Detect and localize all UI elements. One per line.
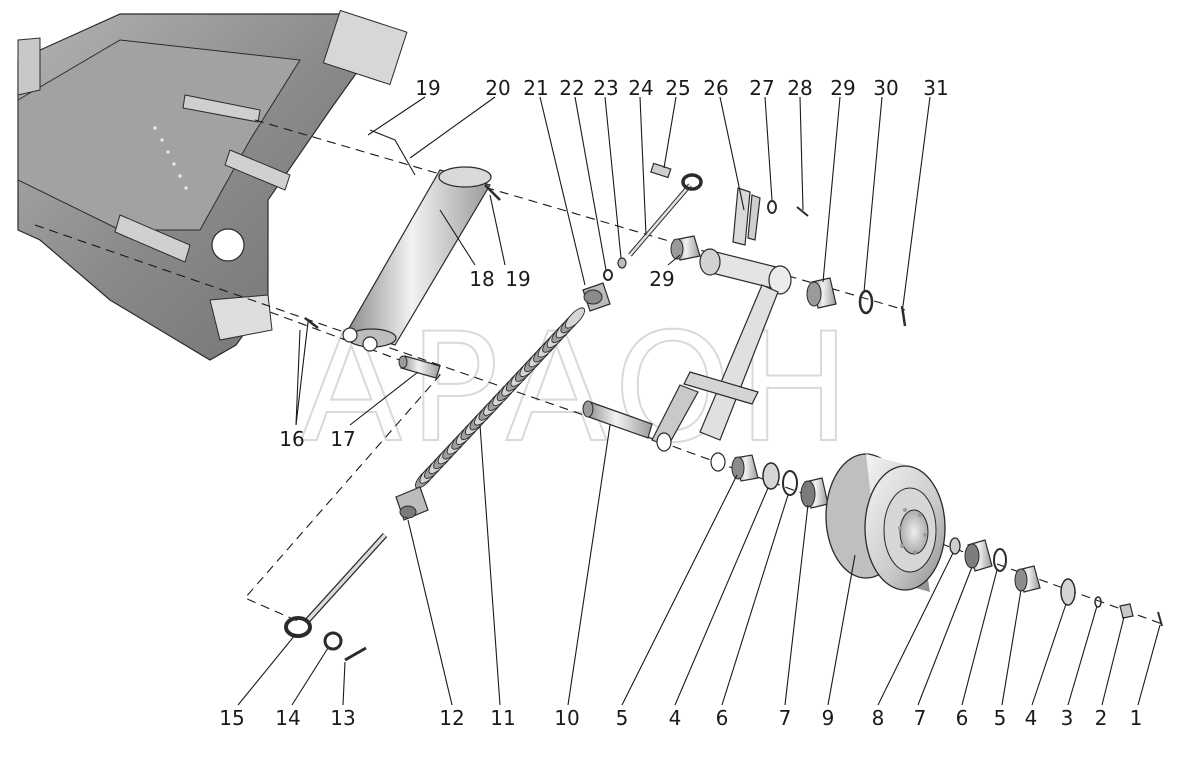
callout-label: 2 xyxy=(1095,706,1108,730)
callout-label: 29 xyxy=(830,76,855,100)
callout-label: 3 xyxy=(1061,706,1074,730)
callout-label: 4 xyxy=(1025,706,1038,730)
bent-rod xyxy=(369,129,416,176)
callout-label: 17 xyxy=(330,427,355,451)
callout-label: 10 xyxy=(554,706,579,730)
callout-label: 7 xyxy=(779,706,792,730)
washer-4 xyxy=(762,462,780,490)
nut-23 xyxy=(617,257,627,269)
bearing-7-right xyxy=(964,539,993,572)
callout-label: 31 xyxy=(923,76,948,100)
callout-label: 27 xyxy=(749,76,774,100)
bushing-right xyxy=(806,277,837,309)
spring-plug-lower xyxy=(395,486,429,521)
callout-label: 13 xyxy=(330,706,355,730)
washer-22 xyxy=(603,269,613,281)
seal-8 xyxy=(949,537,961,555)
callout-label: 23 xyxy=(593,76,618,100)
callout-label: 11 xyxy=(490,706,515,730)
spring-coil xyxy=(564,307,586,329)
split-pin-frame xyxy=(304,317,319,329)
idler-roller xyxy=(825,453,946,592)
ring-6-right xyxy=(993,548,1007,572)
callout-label: 6 xyxy=(956,706,969,730)
callout-label: 4 xyxy=(669,706,682,730)
callout-label: 20 xyxy=(485,76,510,100)
tie-rod-24 xyxy=(628,173,703,257)
callouts-top: 19 20 21 22 23 24 25 26 27 28 29 30 31 xyxy=(415,76,948,100)
bushing-left xyxy=(670,235,701,261)
split-pin-28 xyxy=(796,206,809,217)
spring-plug-upper xyxy=(582,282,611,312)
tension-spring xyxy=(414,307,586,489)
split-pin-bolt xyxy=(344,646,367,662)
pin xyxy=(398,355,441,379)
callout-label: 12 xyxy=(439,706,464,730)
washer-3 xyxy=(1094,596,1102,608)
callout-label: 5 xyxy=(616,706,629,730)
callout-label: 28 xyxy=(787,76,812,100)
bushing-5-right xyxy=(1014,565,1041,593)
tensioner-arm xyxy=(651,187,792,472)
callouts-middle: 18 19 29 16 17 xyxy=(279,267,674,451)
frame-bracket xyxy=(17,9,408,361)
callout-label: 18 xyxy=(469,267,494,291)
callout-label: 5 xyxy=(994,706,1007,730)
callout-label: 21 xyxy=(523,76,548,100)
retaining-ring-30 xyxy=(858,289,874,315)
bushing-5 xyxy=(731,454,759,482)
callout-label: 26 xyxy=(703,76,728,100)
bearing-7 xyxy=(800,477,829,509)
ring-6 xyxy=(782,470,798,496)
callout-label: 14 xyxy=(275,706,300,730)
washer-4-right xyxy=(1060,578,1076,606)
callout-label: 1 xyxy=(1130,706,1143,730)
callout-label: 7 xyxy=(914,706,927,730)
callout-label: 22 xyxy=(559,76,584,100)
leader-lines xyxy=(237,96,1161,706)
washer-27 xyxy=(767,200,777,214)
eye-bolt xyxy=(284,532,388,638)
callout-label: 15 xyxy=(219,706,244,730)
bolt-25 xyxy=(650,162,672,179)
callout-label: 30 xyxy=(873,76,898,100)
callout-label: 8 xyxy=(872,706,885,730)
split-pin-1 xyxy=(1157,611,1163,627)
callout-label: 24 xyxy=(628,76,653,100)
callout-label: 29 xyxy=(649,267,674,291)
split-pin-upper xyxy=(484,184,501,201)
callout-label: 9 xyxy=(822,706,835,730)
roller-axle xyxy=(582,400,653,439)
callouts-bottom: 15 14 13 12 11 10 5 4 6 7 9 8 7 6 5 4 3 … xyxy=(219,706,1142,730)
callout-label: 6 xyxy=(716,706,729,730)
callout-label: 16 xyxy=(279,427,304,451)
callout-label: 19 xyxy=(415,76,440,100)
callout-label: 25 xyxy=(665,76,690,100)
nut-2 xyxy=(1119,603,1134,619)
washer-small xyxy=(323,631,343,651)
hydraulic-cylinder xyxy=(342,166,492,352)
callout-label: 19 xyxy=(505,267,530,291)
pin-31 xyxy=(900,305,907,327)
